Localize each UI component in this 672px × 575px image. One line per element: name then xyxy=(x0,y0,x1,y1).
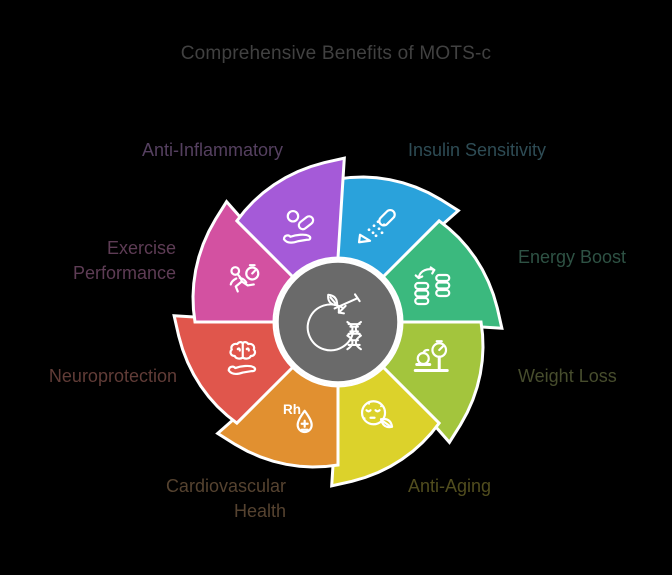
apple-dna-icon xyxy=(306,293,362,352)
page-title: Comprehensive Benefits of MOTS-c xyxy=(180,43,492,64)
petal-exercise-performance xyxy=(191,199,295,324)
label-insulin-sensitivity: Insulin Sensitivity xyxy=(408,140,547,160)
label-neuroprotection: Neuroprotection xyxy=(48,366,177,386)
label-energy-boost: Energy Boost xyxy=(518,247,627,267)
petal-anti-inflammatory xyxy=(234,156,346,279)
petal-cardiovascular-health xyxy=(215,365,340,469)
label-anti-aging: Anti-Aging xyxy=(408,476,492,496)
petal-weight-loss xyxy=(381,320,485,445)
label-anti-inflammatory: Anti-Inflammatory xyxy=(141,140,283,160)
anti-inflammatory-icon xyxy=(282,209,315,244)
cardiovascular-health-icon: Rh xyxy=(283,402,313,434)
neuroprotection-icon xyxy=(227,340,257,376)
petal-neuroprotection xyxy=(172,314,295,426)
anti-aging-icon xyxy=(360,400,394,429)
center-hub xyxy=(275,259,401,385)
label-exercise-performance: Exercise Performance xyxy=(72,238,176,283)
label-weight-loss: Weight Loss xyxy=(518,366,617,386)
exercise-performance-icon xyxy=(229,264,260,293)
svg-text:Rh: Rh xyxy=(283,402,301,417)
weight-loss-icon xyxy=(413,340,449,373)
label-cardiovascular-health: Cardiovascular Health xyxy=(165,476,286,521)
insulin-sensitivity-icon xyxy=(357,208,396,244)
energy-boost-icon xyxy=(414,266,451,306)
